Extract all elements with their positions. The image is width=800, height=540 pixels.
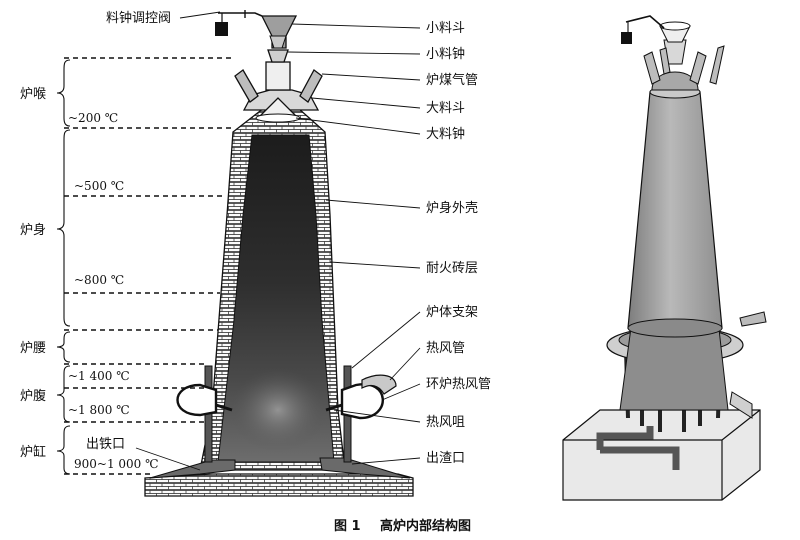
temp-800: ~800 ℃ [74,273,124,287]
shell-3d [627,91,723,329]
small-bell [267,49,289,63]
label-big-bell: 大料钟 [426,126,465,142]
label-support: 炉体支架 [426,305,478,320]
zone-bosh: 炉腹 [20,388,46,404]
furnace-section [144,10,414,497]
melting-zone [230,368,326,452]
tuyere-left [215,403,233,412]
valve-label: 料钟调控阀 [106,10,171,26]
zone-lines [64,57,234,475]
label-tuyere: 热风咀 [426,415,465,430]
temp-1800: ~1 800 ℃ [68,403,130,417]
furnace-foundation [144,473,414,497]
caption-title: 高炉内部结构图 [380,518,471,534]
bustle-pipe-left [176,383,218,417]
label-refractory: 耐火砖层 [426,261,478,276]
zone-braces [56,59,71,475]
valve-leader [179,11,221,19]
part-labels: 小料斗 小料钟 炉煤气管 大料斗 大料钟 炉身外壳 耐火砖层 炉体支架 热风管 … [287,21,491,466]
label-gas-pipe: 炉煤气管 [426,72,478,88]
label-shell: 炉身外壳 [426,200,478,216]
tuyere-right [325,403,343,412]
temp-200: ~200 ℃ [68,111,118,125]
temp-hearth: 900~1 000 ℃ [74,457,159,471]
temp-1400: ~1 400 ℃ [68,369,130,383]
label-small-bell: 小料钟 [426,46,465,62]
slag-notch [319,457,411,479]
temperature-labels: ~200 ℃ ~500 ℃ ~800 ℃ ~1 400 ℃ ~1 800 ℃ 9… [68,111,159,471]
zone-belly: 炉腰 [20,341,46,356]
label-small-hopper: 小料斗 [426,21,465,36]
valve-lever [218,12,263,17]
zone-labels: 炉喉 炉身 炉腰 炉腹 炉缸 [20,87,46,460]
zone-stack: 炉身 [20,222,46,238]
big-bell [255,113,301,123]
tap-hole-label: 出铁口 [86,437,125,452]
bustle-pipe-right [340,382,384,420]
hot-air-pipe [361,374,397,395]
figure-caption: 图 1 高炉内部结构图 [334,518,471,534]
caption-number: 图 1 [334,519,361,534]
label-slag-hole: 出渣口 [426,451,465,466]
gas-pipe-left [234,69,259,103]
label-hot-air-pipe: 热风管 [426,341,465,356]
zone-throat: 炉喉 [20,87,46,102]
furnace-3d-view [562,15,767,501]
counterweight [215,22,228,36]
tap-hole-leader [135,447,201,471]
temp-500: ~500 ℃ [74,179,124,193]
zone-hearth: 炉缸 [20,444,46,460]
label-bustle-pipe: 环炉热风管 [426,377,491,392]
label-big-hopper: 大料斗 [426,101,465,116]
gas-pipe-right [299,69,323,103]
